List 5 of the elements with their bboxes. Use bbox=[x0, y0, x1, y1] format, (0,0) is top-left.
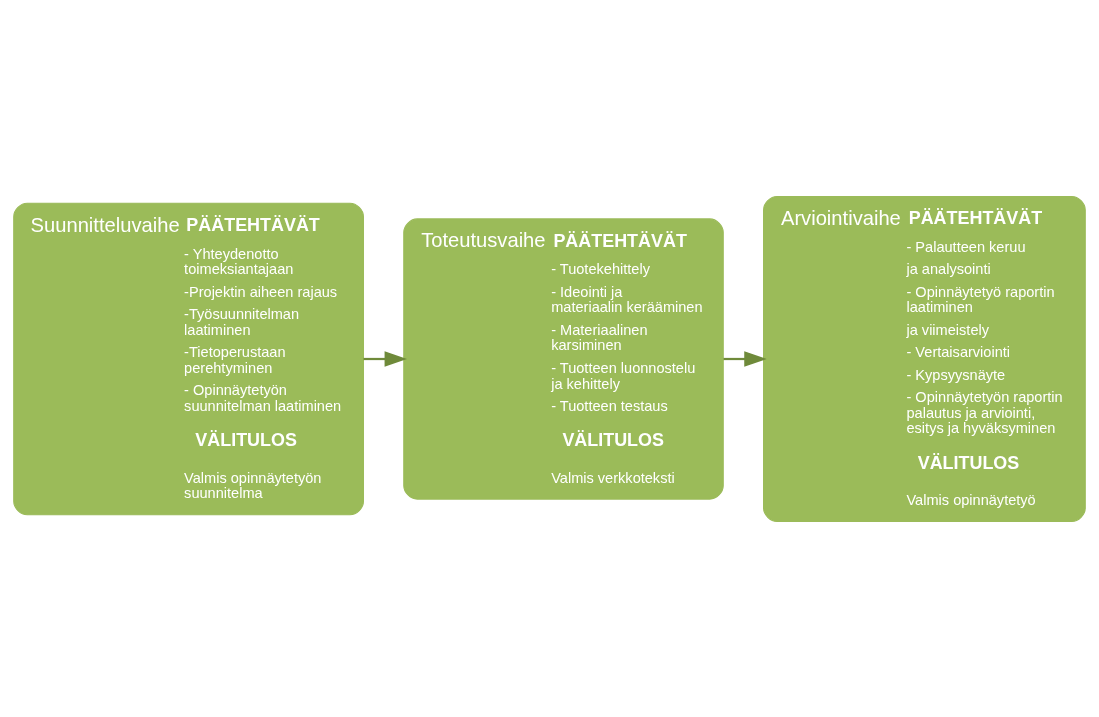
node-box: Arviointivaihe PÄÄTEHTÄVÄT - Palautteen keruu ja analysointi - Opinnäytetyö raportin laatiminen ja viimeistely - Vertaisarviointi - Kypsyysnäyte - Opinnäytetyön raportin palautus ja arviointi, esitys ja hyväksyminen VÄLITULOS Valmis opinnäytetyö bbox=[763, 195, 1086, 522]
arrow bbox=[363, 350, 407, 367]
arrow bbox=[723, 350, 767, 367]
node-box: Toteutusvaihe PÄÄTEHTÄVÄT - Tuotekehittely - Ideointi ja materiaalin kerääminen - Materiaalinen karsiminen - Tuotteen luonnostelu ja kehittely - Tuotteen testaus VÄLITULOS Valmis verkkoteksti bbox=[403, 217, 724, 500]
node-box: Suunnitteluvaihe PÄÄTEHTÄVÄT - Yhteydenotto toimeksiantajaan -Projektin aiheen rajaus -Työsuunnitelman laatiminen -Tietoperustaan perehtyminen - Opinnäytetyön suunnitelman laatiminen VÄLITULOS Valmis opinnäytetyön suunnitelma bbox=[13, 202, 364, 515]
